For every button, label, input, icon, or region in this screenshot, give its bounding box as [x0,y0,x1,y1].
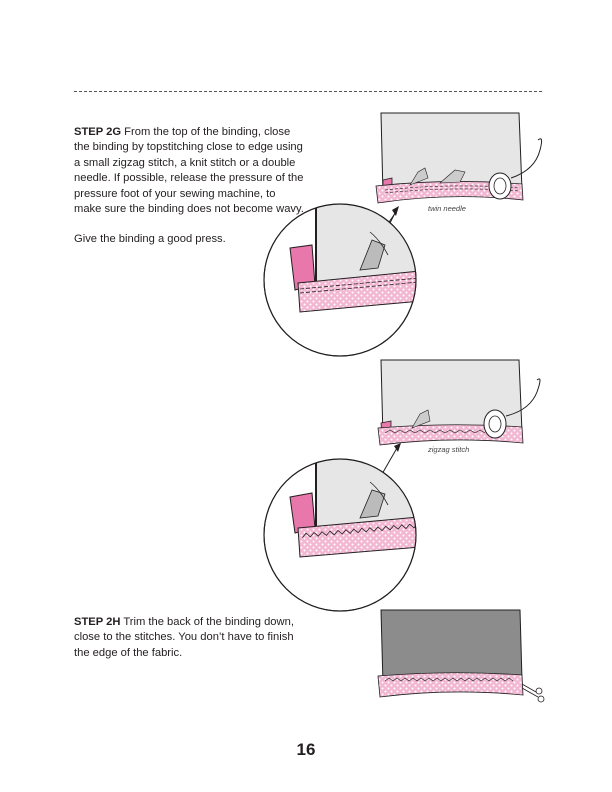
step-2h-label: STEP 2H [74,616,121,628]
step-2g-body: From the top of the binding, close the b… [74,126,304,216]
zigzag-zoom [263,458,417,612]
zigzag-illustration: zigzag stitch [377,359,541,475]
step-2g-extra: Give the binding a good press. [74,233,226,246]
step-2h-text: STEP 2H Trim the back of the binding dow… [74,615,304,676]
step-2g-text: STEP 2G From the top of the binding, clo… [74,125,304,263]
step-2h-body: Trim the back of the binding down, close… [74,616,294,659]
twin-needle-caption: twin needle [428,204,466,213]
twin-needle-illustration: twin needle [375,112,543,239]
zigzag-stitch-caption: zigzag stitch [427,445,469,454]
trim-illustration [377,609,545,703]
scissors-icon [521,683,545,703]
dashed-divider [74,91,542,92]
page-number: 16 [296,740,316,759]
twin-needle-zoom [263,203,417,357]
step-2g-label: STEP 2G [74,126,122,138]
